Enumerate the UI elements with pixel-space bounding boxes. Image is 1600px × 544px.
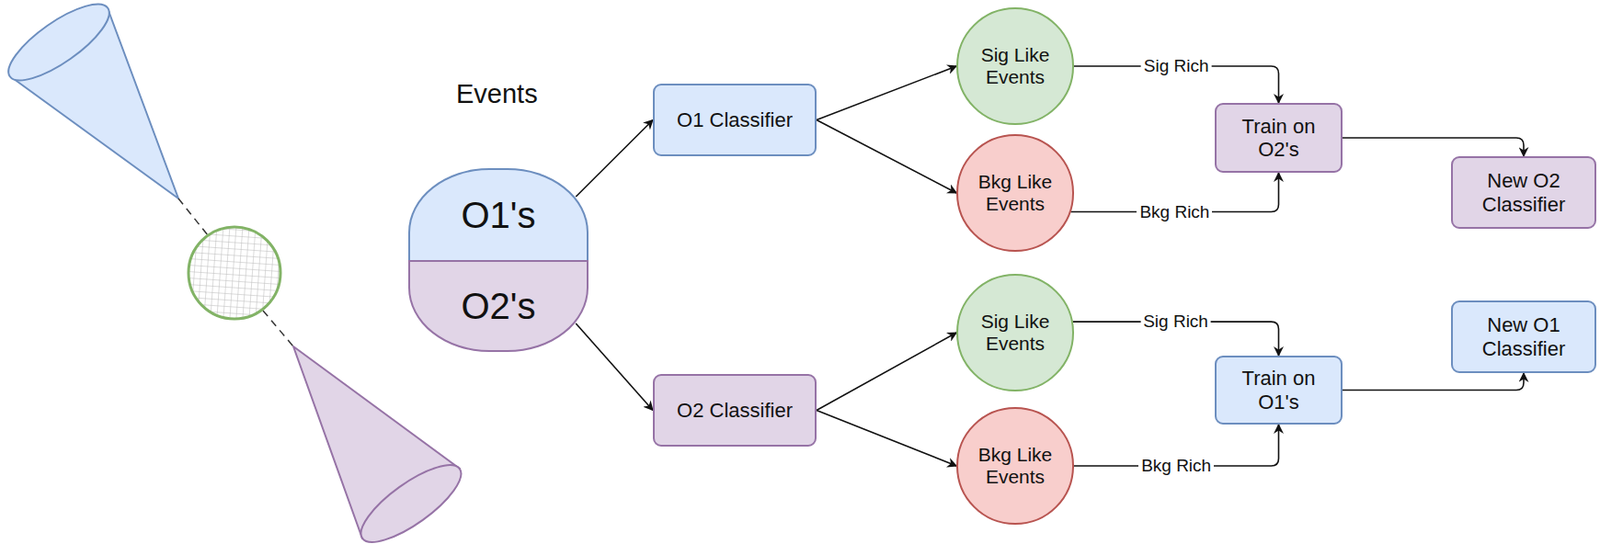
collision-vertex	[188, 227, 281, 320]
node-text: Train on O1's	[1227, 366, 1330, 414]
process-box: O1 Classifier	[652, 83, 817, 157]
flow-arrow	[816, 120, 957, 194]
node-text: O2's	[461, 285, 537, 328]
process-box: Train on O1's	[1214, 355, 1343, 425]
node-text: O1 Classifier	[676, 108, 793, 132]
event-circle: Bkg Like Events	[956, 134, 1075, 252]
node-text: New O1 Classifier	[1463, 313, 1584, 361]
jet-axis	[178, 198, 294, 347]
event-circle: Sig Like Events	[956, 7, 1075, 126]
flow-arrow	[816, 332, 957, 412]
flow-arrow	[575, 323, 653, 412]
event-half: O2's	[408, 260, 589, 353]
node-text: New O2 Classifier	[1463, 169, 1584, 217]
blue-jet-cone	[0, 0, 179, 199]
flow-arrow	[1342, 137, 1524, 157]
flow-arrow	[575, 120, 653, 198]
process-box: New O1 Classifier	[1451, 300, 1597, 374]
node-text: Bkg Like Events	[972, 171, 1058, 216]
edge-label: Bkg Rich	[1136, 202, 1212, 223]
node-text: O2 Classifier	[676, 399, 793, 423]
edge-label: Bkg Rich	[1138, 456, 1214, 477]
process-box: New O2 Classifier	[1451, 156, 1597, 229]
collision-vertex-mesh	[188, 227, 281, 320]
process-box: O2 Classifier	[652, 374, 817, 447]
edge-label: Sig Rich	[1140, 311, 1212, 332]
node-text: Sig Like Events	[972, 310, 1058, 355]
flow-arrow	[816, 66, 957, 121]
node-text: O1's	[461, 194, 537, 237]
event-circle: Bkg Like Events	[956, 407, 1075, 526]
flow-arrow	[816, 411, 957, 467]
process-box: Train on O2's	[1214, 102, 1343, 173]
purple-jet-cone	[293, 346, 472, 544]
group-label: Events	[456, 79, 538, 110]
flow-arrow	[1342, 373, 1524, 391]
event-circle: Sig Like Events	[956, 274, 1075, 392]
edge-label: Sig Rich	[1141, 56, 1212, 77]
node-text: Sig Like Events	[972, 44, 1058, 89]
node-text: Train on O2's	[1227, 114, 1330, 162]
node-text: Bkg Like Events	[972, 444, 1058, 489]
event-half: O1's	[408, 168, 589, 261]
